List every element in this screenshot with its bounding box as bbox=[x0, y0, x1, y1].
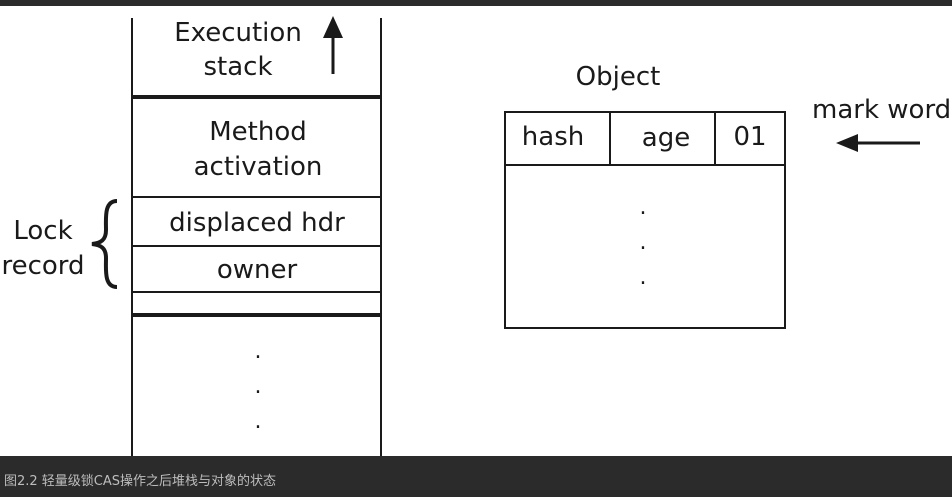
figure-caption: 图2.2 轻量级锁CAS操作之后堆栈与对象的状态 bbox=[4, 474, 277, 489]
stack-ellipsis-dot-2: . bbox=[255, 374, 262, 399]
execution-stack-label-line1: Execution bbox=[174, 18, 302, 48]
stack-ellipsis-dot-3: . bbox=[255, 409, 262, 434]
left-arrow-icon bbox=[836, 134, 920, 152]
lock-record-label-line2: record bbox=[1, 251, 84, 281]
lock-diagram: Execution stack Method activation displa… bbox=[1, 16, 951, 456]
top-bar bbox=[0, 0, 952, 6]
object-field-lock-bits: 01 bbox=[733, 122, 766, 152]
method-activation-label-line2: activation bbox=[194, 152, 323, 182]
mark-word-label: mark word bbox=[812, 95, 951, 125]
displaced-hdr-label: displaced hdr bbox=[169, 208, 345, 238]
object-ellipsis-dot-3: . bbox=[640, 265, 647, 290]
object-field-age: age bbox=[642, 123, 690, 153]
lock-record-brace bbox=[91, 199, 118, 289]
lock-record-label-line1: Lock bbox=[13, 216, 72, 246]
owner-label: owner bbox=[217, 255, 298, 285]
object-box bbox=[504, 111, 786, 329]
method-activation-label-line1: Method bbox=[209, 117, 307, 147]
object-title: Object bbox=[576, 62, 661, 92]
object-ellipsis-dot-1: . bbox=[640, 195, 647, 220]
up-arrow-icon bbox=[323, 16, 343, 74]
execution-stack-label-line2: stack bbox=[203, 52, 272, 82]
object-field-hash: hash bbox=[522, 122, 584, 152]
stack-ellipsis-dot-1: . bbox=[255, 339, 262, 364]
object-ellipsis-dot-2: . bbox=[640, 230, 647, 255]
diagram-canvas: Execution stack Method activation displa… bbox=[0, 6, 952, 456]
